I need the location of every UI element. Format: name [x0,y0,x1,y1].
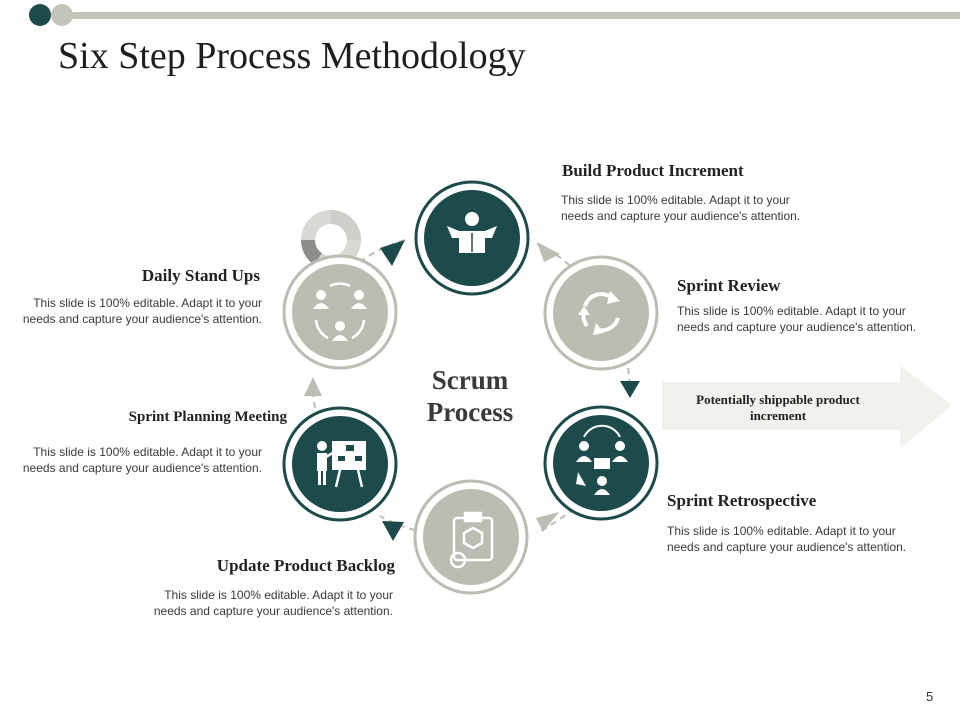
clipboard-box-icon [449,511,494,569]
step-desc-update-product-backlog: This slide is 100% editable. Adapt it to… [153,588,393,618]
page-title: Six Step Process Methodology [58,35,526,77]
arrowhead-icon [620,381,640,398]
step-title-sprint-planning-meeting: Sprint Planning Meeting [128,409,287,425]
center-label-line1: Scrum [431,365,509,395]
arrowhead-icon [382,521,404,541]
connector-arrowheads [304,240,640,541]
top-bar [29,4,960,26]
center-label-line2: Process [426,397,514,427]
open-box-icon [447,212,497,253]
step-desc-build-product-increment: This slide is 100% editable. Adapt it to… [561,193,801,223]
step-node-update-product-backlog [413,479,529,595]
step-node-sprint-planning-meeting [282,406,398,522]
center-label: Scrum Process [400,364,540,428]
step-title-sprint-retrospective: Sprint Retrospective [667,491,817,510]
step-title-build-product-increment: Build Product Increment [562,161,744,180]
step-node-daily-stand-ups [282,254,398,370]
step-desc-sprint-retrospective: This slide is 100% editable. Adapt it to… [667,524,907,554]
step-title-daily-stand-ups: Daily Stand Ups [141,266,260,285]
step-node-build-product-increment [414,180,530,296]
arrowhead-icon [537,242,560,262]
step-title-update-product-backlog: Update Product Backlog [216,556,395,575]
step-desc-daily-stand-ups: This slide is 100% editable. Adapt it to… [22,296,262,326]
step-desc-sprint-review: This slide is 100% editable. Adapt it to… [677,304,917,334]
arrowhead-icon [536,512,559,532]
step-node-sprint-review [543,255,659,371]
team-meeting-icon [576,441,628,495]
step-desc-sprint-planning-meeting: This slide is 100% editable. Adapt it to… [22,445,262,475]
step-title-sprint-review: Sprint Review [677,276,781,295]
arrowhead-icon [304,377,322,396]
team-cycle-icon [313,290,367,341]
output-arrow [662,365,952,449]
page-number: 5 [926,689,934,704]
arrowhead-icon [380,240,405,266]
step-node-sprint-retrospective [543,405,659,521]
presentation-board-icon [317,441,366,488]
output-arrow-label: Potentially shippable product increment [696,392,860,423]
